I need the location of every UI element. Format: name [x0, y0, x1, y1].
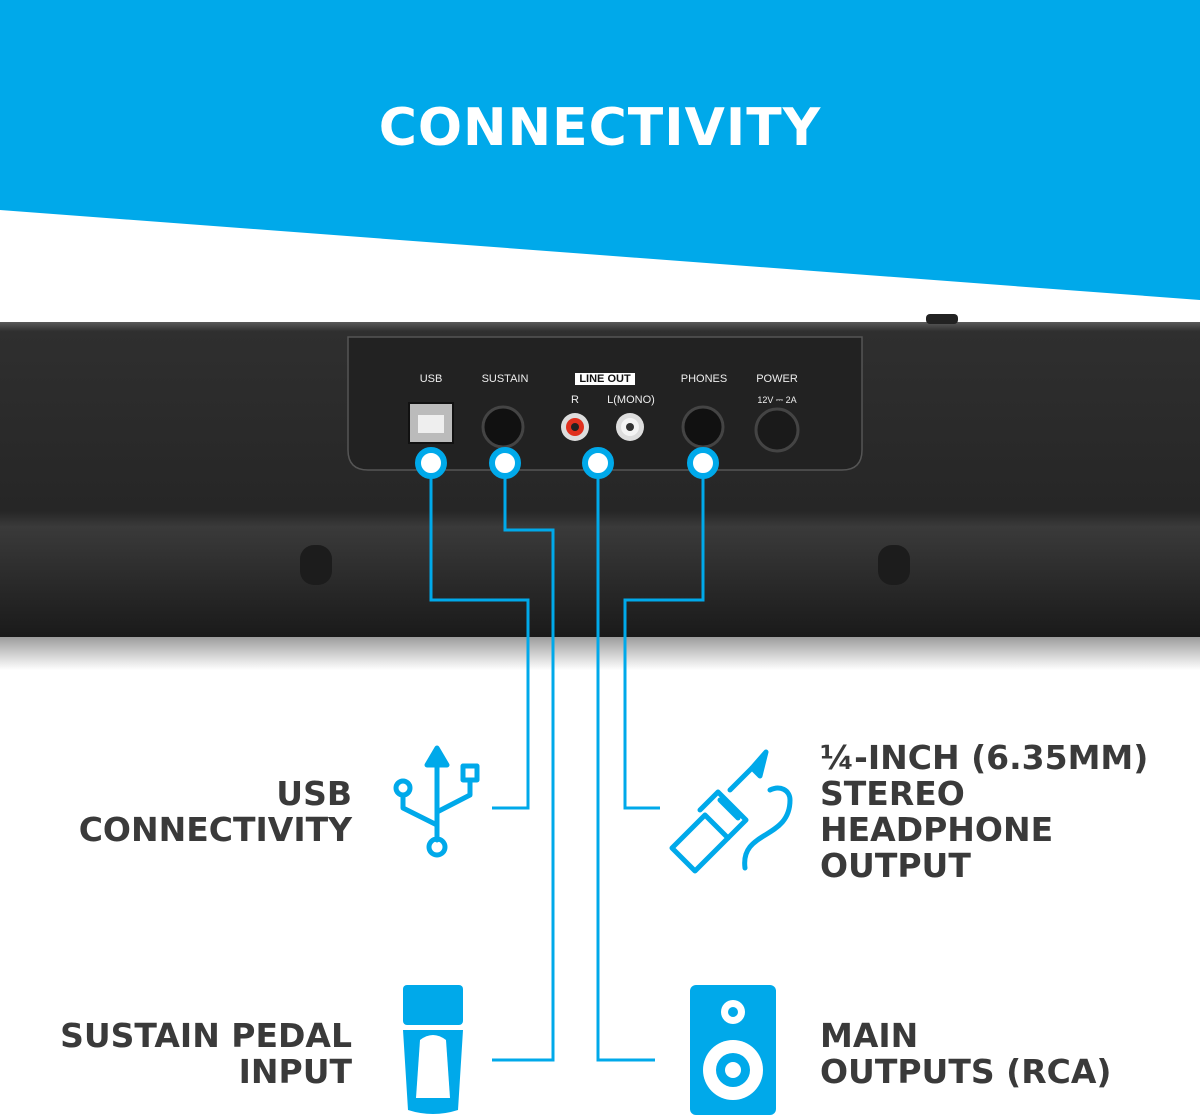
headphone-feature-label: ¼-INCH (6.35MM) STEREO HEADPHONE OUTPUT	[820, 740, 1148, 884]
usb-dot	[415, 447, 447, 479]
sustain-pedal-icon	[403, 985, 463, 1114]
label-line: CONNECTIVITY	[78, 810, 352, 849]
sustain-dot	[489, 447, 521, 479]
power-jack	[754, 407, 800, 453]
main-outputs-feature-label: MAIN OUTPUTS (RCA)	[820, 1018, 1111, 1090]
page-title: CONNECTIVITY	[378, 98, 822, 158]
label-line: HEADPHONE	[820, 810, 1054, 849]
phones-jack	[681, 405, 725, 449]
speaker-icon	[690, 985, 776, 1115]
port-label-power: POWER	[756, 373, 798, 385]
label-line: STEREO	[820, 774, 965, 813]
callout-dots	[415, 447, 719, 479]
headphone-plug-icon	[669, 749, 793, 874]
keyboard-foot-right	[878, 545, 910, 585]
phones-dot	[687, 447, 719, 479]
keyboard-knob	[926, 314, 958, 324]
sustain-jack	[481, 405, 525, 449]
port-label-power-spec: 12V ⎓ 2A	[757, 395, 797, 405]
label-line: INPUT	[238, 1052, 352, 1091]
usb-callout-line	[429, 463, 530, 810]
keyboard-foot-left	[300, 545, 332, 585]
line-out-dot	[582, 447, 614, 479]
usb-feature-label: USB CONNECTIVITY	[79, 776, 352, 848]
port-label-line-out: LINE OUT	[575, 373, 635, 385]
label-line: OUTPUT	[820, 846, 971, 885]
port-label-usb: USB	[419, 373, 443, 385]
callout-lines	[429, 463, 705, 1062]
usb-port-inner	[418, 415, 444, 433]
port-label-l-mono: L(MONO)	[607, 394, 655, 406]
port-label-r: R	[571, 394, 579, 406]
label-line: MAIN	[820, 1016, 919, 1055]
rca-right-hole	[571, 423, 579, 431]
sustain-feature-label: SUSTAIN PEDAL INPUT	[60, 1018, 352, 1090]
sustain-callout-line	[492, 463, 555, 1062]
phones-callout-line	[623, 463, 705, 810]
label-line: USB	[276, 774, 352, 813]
rca-left-hole	[626, 423, 634, 431]
usb-icon	[393, 745, 480, 858]
blue-banner	[0, 0, 1200, 300]
label-line: SUSTAIN PEDAL	[60, 1016, 352, 1055]
connector-panel	[347, 336, 863, 471]
label-line: OUTPUTS (RCA)	[820, 1052, 1112, 1091]
label-line: ¼-INCH (6.35MM)	[820, 738, 1149, 777]
port-label-sustain: SUSTAIN	[481, 373, 529, 385]
line-out-callout-line	[596, 463, 655, 1062]
port-label-phones: PHONES	[680, 373, 728, 385]
